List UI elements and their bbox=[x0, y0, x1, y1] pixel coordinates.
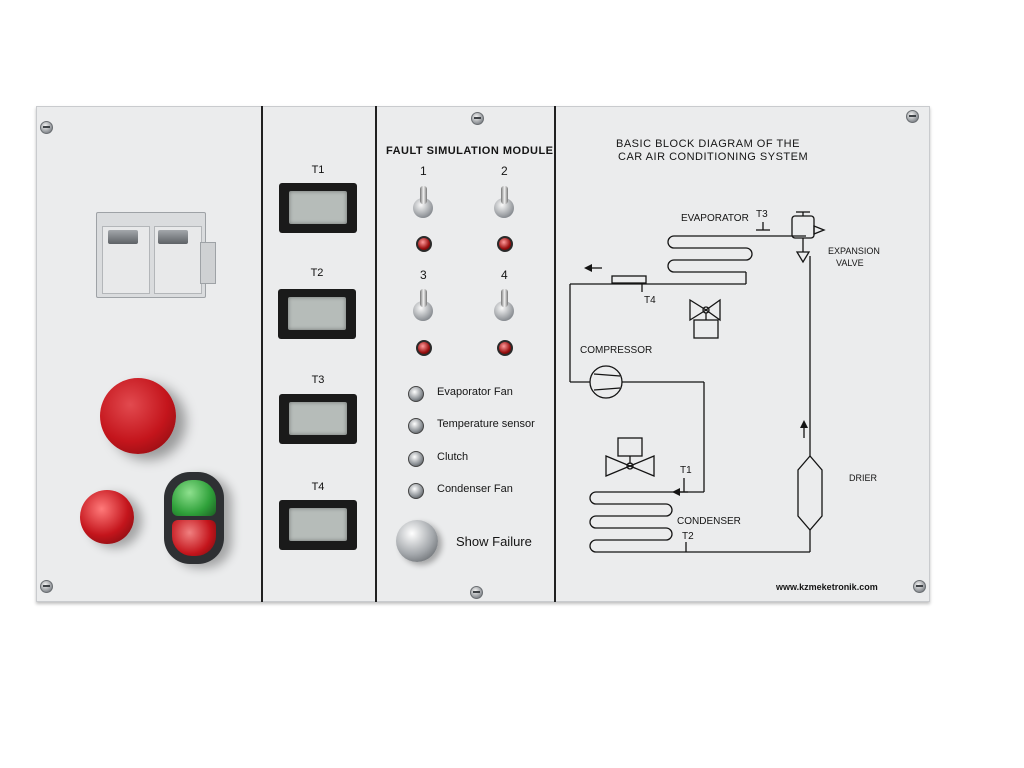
label-temperature-sensor: Temperature sensor bbox=[437, 418, 535, 430]
t1-label: T1 bbox=[680, 465, 692, 476]
drier-shape bbox=[797, 455, 823, 531]
fault-toggle-switch-1[interactable] bbox=[411, 186, 435, 218]
breaker-lever[interactable] bbox=[158, 230, 188, 244]
drier-label: DRIER bbox=[849, 473, 878, 483]
meter-label-t3: T3 bbox=[311, 374, 325, 386]
indicator-clutch bbox=[408, 451, 424, 467]
condenser-coil bbox=[589, 491, 704, 553]
screw-icon bbox=[471, 112, 484, 125]
fault-toggle-switch-2[interactable] bbox=[492, 186, 516, 218]
switch-label-3: 3 bbox=[420, 268, 427, 282]
show-failure-label: Show Failure bbox=[456, 534, 532, 549]
screw-icon bbox=[40, 121, 53, 134]
expansion-label-line1: EXPANSION bbox=[828, 246, 880, 256]
diagram-title-line1: BASIC BLOCK DIAGRAM OF THE bbox=[616, 138, 800, 150]
fault-led-2 bbox=[497, 236, 513, 252]
divider-2 bbox=[375, 106, 377, 602]
temperature-meter-t4 bbox=[279, 500, 357, 550]
switch-label-1: 1 bbox=[420, 164, 427, 178]
meter-label-t4: T4 bbox=[311, 481, 325, 493]
compressor-symbol bbox=[589, 365, 623, 399]
screw-icon bbox=[906, 110, 919, 123]
temperature-meter-t2 bbox=[278, 289, 356, 339]
fault-led-4 bbox=[497, 340, 513, 356]
indicator-lamp-red bbox=[80, 490, 134, 544]
indicator-evaporator-fan bbox=[408, 386, 424, 402]
t4-label: T4 bbox=[644, 295, 656, 306]
expansion-label-line2: VALVE bbox=[836, 258, 864, 268]
ac-system-diagram bbox=[569, 211, 826, 553]
evaporator-label: EVAPORATOR bbox=[681, 213, 749, 224]
website-label: www.kzmeketronik.com bbox=[776, 582, 878, 592]
condenser-label: CONDENSER bbox=[677, 516, 741, 527]
diagram-title-line2: CAR AIR CONDITIONING SYSTEM bbox=[618, 151, 809, 163]
meter-label-t1: T1 bbox=[311, 164, 325, 176]
evaporator-coil bbox=[667, 235, 806, 273]
screw-icon bbox=[40, 580, 53, 593]
circuit-breaker[interactable] bbox=[96, 212, 216, 298]
t3-label: T3 bbox=[756, 209, 768, 220]
fault-led-1 bbox=[416, 236, 432, 252]
start-button[interactable] bbox=[172, 480, 216, 516]
start-stop-pushbutton[interactable] bbox=[164, 472, 224, 564]
stop-button[interactable] bbox=[172, 520, 216, 556]
screw-icon bbox=[913, 580, 926, 593]
show-failure-button[interactable] bbox=[396, 520, 438, 562]
fault-toggle-switch-3[interactable] bbox=[411, 289, 435, 321]
temperature-meter-t1 bbox=[279, 183, 357, 233]
label-clutch: Clutch bbox=[437, 451, 469, 463]
emergency-stop-button[interactable] bbox=[100, 378, 176, 454]
temperature-meter-t3 bbox=[279, 394, 357, 444]
fault-led-3 bbox=[416, 340, 432, 356]
meter-label-t2: T2 bbox=[310, 267, 324, 279]
indicator-condenser-fan bbox=[408, 483, 424, 499]
switch-label-2: 2 bbox=[501, 164, 508, 178]
label-evaporator-fan: Evaporator Fan bbox=[437, 386, 513, 398]
fault-toggle-switch-4[interactable] bbox=[492, 289, 516, 321]
t2-label: T2 bbox=[682, 531, 694, 542]
compressor-label: COMPRESSOR bbox=[580, 345, 653, 356]
divider-3 bbox=[554, 106, 556, 602]
fault-module-title: FAULT SIMULATION MODULE bbox=[386, 145, 554, 157]
screw-icon bbox=[470, 586, 483, 599]
indicator-temperature-sensor bbox=[408, 418, 424, 434]
label-condenser-fan: Condenser Fan bbox=[437, 483, 513, 495]
breaker-lever[interactable] bbox=[108, 230, 138, 244]
divider-1 bbox=[261, 106, 263, 602]
switch-label-4: 4 bbox=[501, 268, 508, 282]
